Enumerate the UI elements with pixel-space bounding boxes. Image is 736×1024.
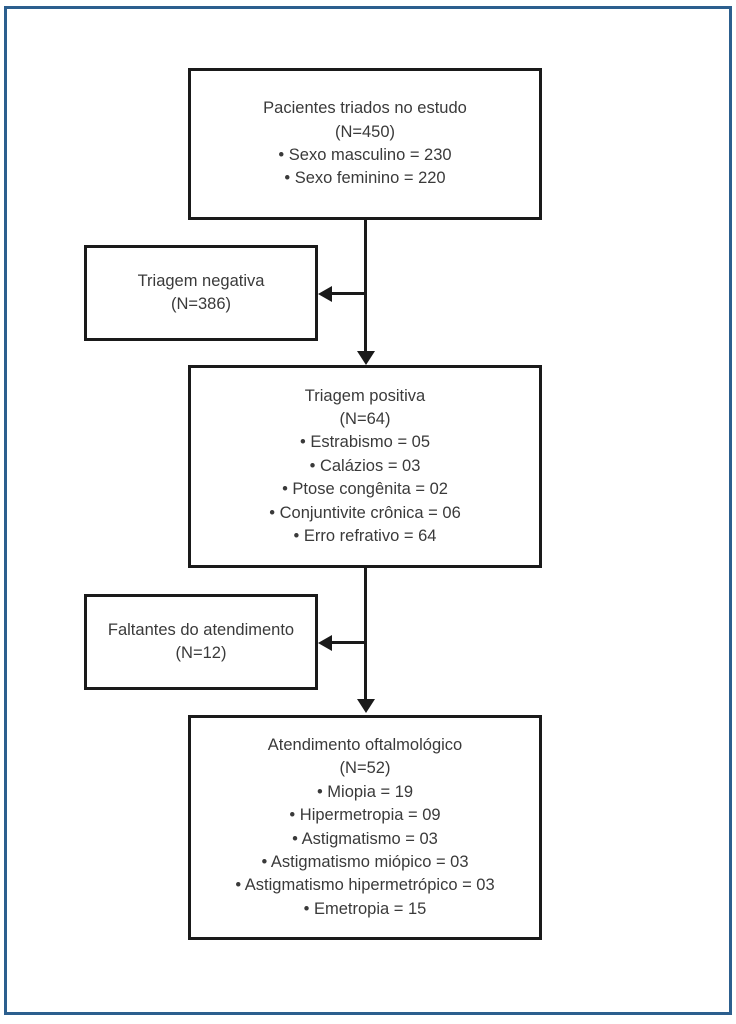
node-exam-line-4: • Hipermetropia = 09	[289, 806, 441, 825]
node-screened-line-2: (N=450)	[334, 122, 396, 141]
node-positive-screening: Triagem positiva (N=64) • Estrabismo = 0…	[188, 365, 542, 568]
node-positive-line-7: • Erro refrativo = 64	[293, 527, 437, 546]
connector-positive-stem	[364, 568, 367, 701]
node-screened-patients: Pacientes triados no estudo (N=450) • Se…	[188, 68, 542, 220]
arrow-left-icon-to-missing	[318, 634, 332, 651]
node-positive-line-2: (N=64)	[339, 409, 391, 428]
arrow-down-icon-to-positive	[356, 351, 375, 365]
node-positive-line-4: • Calázios = 03	[309, 456, 421, 475]
node-exam-line-3: • Miopia = 19	[316, 782, 414, 801]
node-missing-line-2: (N=12)	[175, 644, 227, 662]
node-negative-line-2: (N=386)	[170, 295, 232, 313]
node-positive-line-1: Triagem positiva	[304, 386, 426, 405]
node-exam-line-6: • Astigmatismo miópico = 03	[261, 852, 469, 871]
node-negative-line-1: Triagem negativa	[137, 271, 265, 290]
node-missing-line-1: Faltantes do atendimento	[107, 620, 295, 639]
node-exam-line-5: • Astigmatismo = 03	[292, 829, 438, 848]
connector-positive-to-missing-line	[330, 641, 366, 644]
connector-screened-stem	[364, 220, 367, 353]
node-exam-line-1: Atendimento oftalmológico	[267, 735, 463, 754]
node-screened-line-3: • Sexo masculino = 230	[278, 146, 452, 164]
node-negative-screening: Triagem negativa (N=386)	[84, 245, 318, 341]
node-screened-line-4: • Sexo feminino = 220	[284, 169, 446, 188]
node-positive-line-6: • Conjuntivite crônica = 06	[269, 503, 461, 522]
node-exam-line-7: • Astigmatismo hipermetrópico = 03	[235, 876, 495, 895]
node-exam-line-2: (N=52)	[339, 759, 391, 778]
node-ophthalmologic-exam: Atendimento oftalmológico (N=52) • Miopi…	[188, 715, 542, 940]
arrow-left-icon-to-negative	[318, 285, 332, 302]
arrow-down-icon-to-exam	[356, 699, 375, 713]
node-exam-line-8: • Emetropia = 15	[303, 899, 427, 918]
node-positive-line-3: • Estrabismo = 05	[299, 433, 431, 452]
node-positive-line-5: • Ptose congênita = 02	[282, 480, 448, 499]
node-missing-appointment: Faltantes do atendimento (N=12)	[84, 594, 318, 690]
connector-screened-to-negative-line	[330, 292, 366, 295]
node-screened-line-1: Pacientes triados no estudo	[263, 99, 467, 118]
